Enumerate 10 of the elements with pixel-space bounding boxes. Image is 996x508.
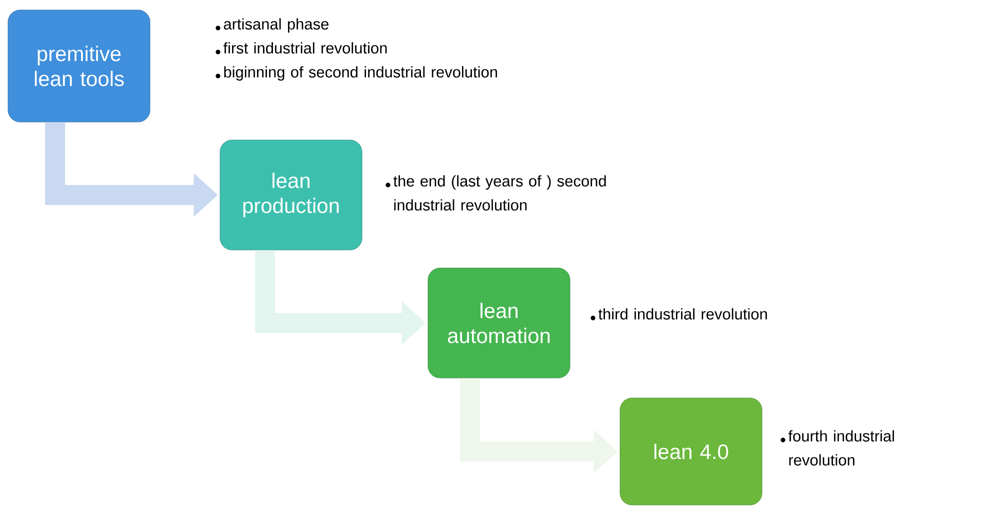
process-box: premitive lean tools	[8, 10, 150, 122]
bullet-text: artisanal phase	[216, 18, 328, 33]
bullet-text: fourth industrial revolution	[780, 430, 894, 466]
process-box: lean automation	[428, 268, 570, 378]
bullet-text: third industrial revolution	[590, 308, 767, 320]
bullet-text: biginning of second industrial revolution	[216, 66, 497, 81]
bullet-text: first industrial revolution	[216, 42, 387, 54]
process-box: lean 4.0	[620, 398, 762, 506]
process-box: lean production	[220, 140, 362, 250]
bullet-text: the end (last years of ) second industrial revolution	[386, 175, 606, 211]
